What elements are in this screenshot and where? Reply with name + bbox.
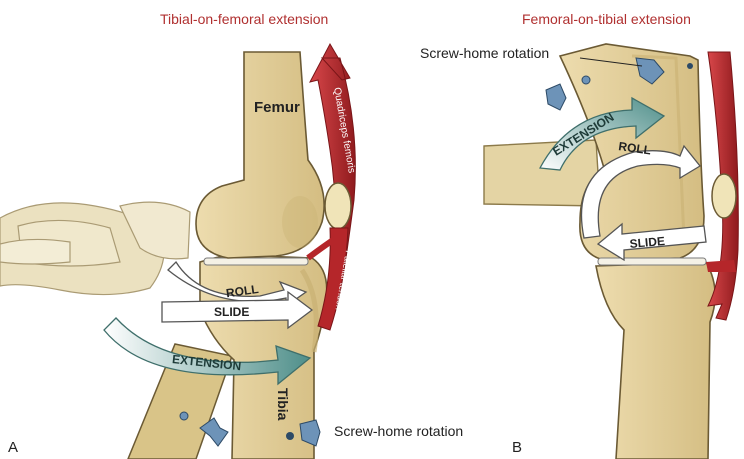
- tibia-label: Tibia: [275, 388, 291, 421]
- panel-b: EXTENSION ROLL SLIDE Screw-home rotation…: [420, 11, 738, 459]
- axis-dot-icon: [180, 412, 188, 420]
- panel-a-title: Tibial-on-femoral extension: [160, 11, 328, 27]
- femur-label: Femur: [254, 99, 300, 116]
- axis-dot-icon: [687, 63, 693, 69]
- axis-dot-icon: [286, 432, 294, 440]
- tibial-plateau-b: [598, 258, 706, 265]
- panel-a: ROLL SLIDE EXTENSION Femur Tibia Quadric…: [0, 11, 463, 459]
- foot-bones: [0, 202, 190, 294]
- panel-b-title: Femoral-on-tibial extension: [522, 11, 691, 27]
- patella: [325, 183, 351, 229]
- panel-b-letter: B: [512, 439, 522, 456]
- panel-a-letter: A: [8, 439, 18, 456]
- tibial-plateau: [204, 258, 308, 265]
- thigh-bone: [484, 140, 600, 206]
- screw-home-label-b: Screw-home rotation: [420, 45, 549, 61]
- screw-home-label-a: Screw-home rotation: [334, 423, 463, 439]
- rotation-arrow-icon: [546, 84, 566, 110]
- axis-dot-icon: [582, 76, 590, 84]
- slide-label: SLIDE: [214, 305, 249, 319]
- patella-b: [712, 174, 736, 218]
- tibia-b: [596, 262, 715, 459]
